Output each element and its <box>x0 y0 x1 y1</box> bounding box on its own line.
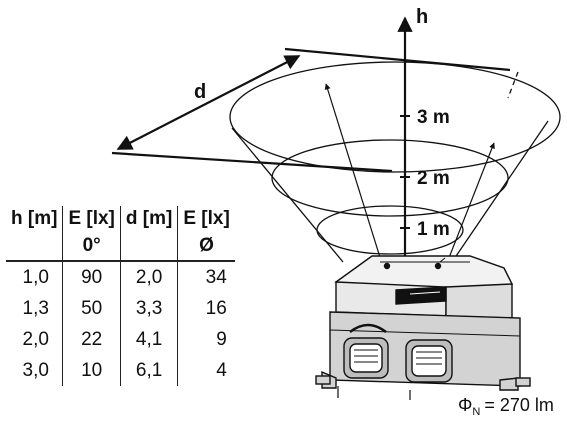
header-height: h [m] <box>6 206 64 232</box>
cell-illuminance-center: 22 <box>62 324 121 355</box>
table-row: 1,0 90 2,0 34 <box>6 261 235 293</box>
cell-height: 1,0 <box>6 261 64 293</box>
flux-value: = 270 lm <box>484 395 554 415</box>
cell-diameter: 4,1 <box>120 324 179 355</box>
table-row: 1,3 50 3,3 16 <box>6 293 235 324</box>
cell-diameter: 6,1 <box>120 355 179 386</box>
cell-height: 2,0 <box>6 324 64 355</box>
cell-diameter: 2,0 <box>120 261 179 293</box>
cell-diameter: 3,3 <box>120 293 179 324</box>
header-diameter: d [m] <box>120 206 179 232</box>
luminaire <box>315 255 531 400</box>
table-header-row: h [m] E [lx] d [m] E [lx] <box>6 206 235 232</box>
table-row: 3,0 10 6,1 4 <box>6 355 235 386</box>
flux-subscript: N <box>472 406 480 418</box>
table-subheader-row: 0° Ø <box>6 232 235 262</box>
cell-height: 3,0 <box>6 355 64 386</box>
cell-illuminance-average: 4 <box>216 359 227 381</box>
height-mark-1m: 1 m <box>417 219 450 240</box>
illuminance-table: h [m] E [lx] d [m] E [lx] 0° Ø 1,0 90 2,… <box>6 206 235 386</box>
subheader-height <box>6 232 64 262</box>
height-axis <box>397 16 413 262</box>
cell-illuminance-center: 50 <box>62 293 121 324</box>
cell-illuminance-average: 9 <box>216 328 227 350</box>
table-row: 2,0 22 4,1 9 <box>6 324 235 355</box>
axis-label-h: h <box>416 6 428 28</box>
cell-illuminance-center: 90 <box>62 261 121 293</box>
subheader-average: Ø <box>177 232 235 262</box>
header-illuminance-average: E [lx] <box>183 208 230 229</box>
header-illuminance-center: E [lx] <box>62 206 121 232</box>
flux-symbol: Φ <box>458 395 472 415</box>
height-mark-2m: 2 m <box>417 168 450 189</box>
distance-label: d <box>194 81 206 103</box>
distance-indicator <box>111 47 511 173</box>
height-mark-3m: 3 m <box>417 107 450 128</box>
luminous-flux-label: ΦN = 270 lm <box>458 395 554 418</box>
cell-illuminance-center: 10 <box>62 355 121 386</box>
light-cone <box>229 61 561 266</box>
cell-height: 1,3 <box>6 293 64 324</box>
light-rays <box>324 83 495 269</box>
cell-illuminance-average: 16 <box>205 297 227 319</box>
subheader-angle: 0° <box>62 232 121 262</box>
subheader-diameter <box>120 232 179 262</box>
cell-illuminance-average: 34 <box>205 266 227 288</box>
